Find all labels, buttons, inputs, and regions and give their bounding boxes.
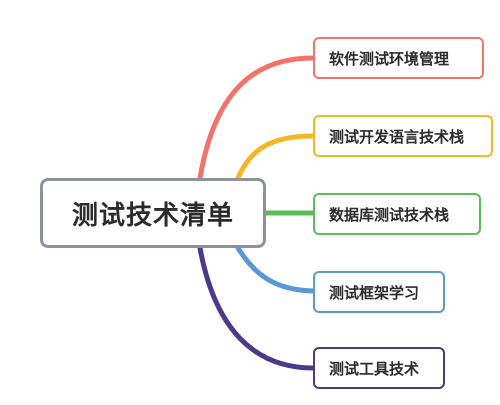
branch-line-5 <box>197 245 316 371</box>
branch-node-3[interactable]: 数据库测试技术栈 <box>313 193 481 235</box>
root-node[interactable]: 测试技术清单 <box>40 178 266 248</box>
branch-line-4 <box>235 245 316 294</box>
branch-line-2 <box>235 133 316 181</box>
branch-line-1 <box>197 55 316 181</box>
branch-node-1[interactable]: 软件测试环境管理 <box>313 37 484 79</box>
branch-node-2[interactable]: 测试开发语言技术栈 <box>313 115 493 157</box>
branch-node-4[interactable]: 测试框架学习 <box>313 271 445 313</box>
branch-node-5[interactable]: 测试工具技术 <box>313 347 445 389</box>
